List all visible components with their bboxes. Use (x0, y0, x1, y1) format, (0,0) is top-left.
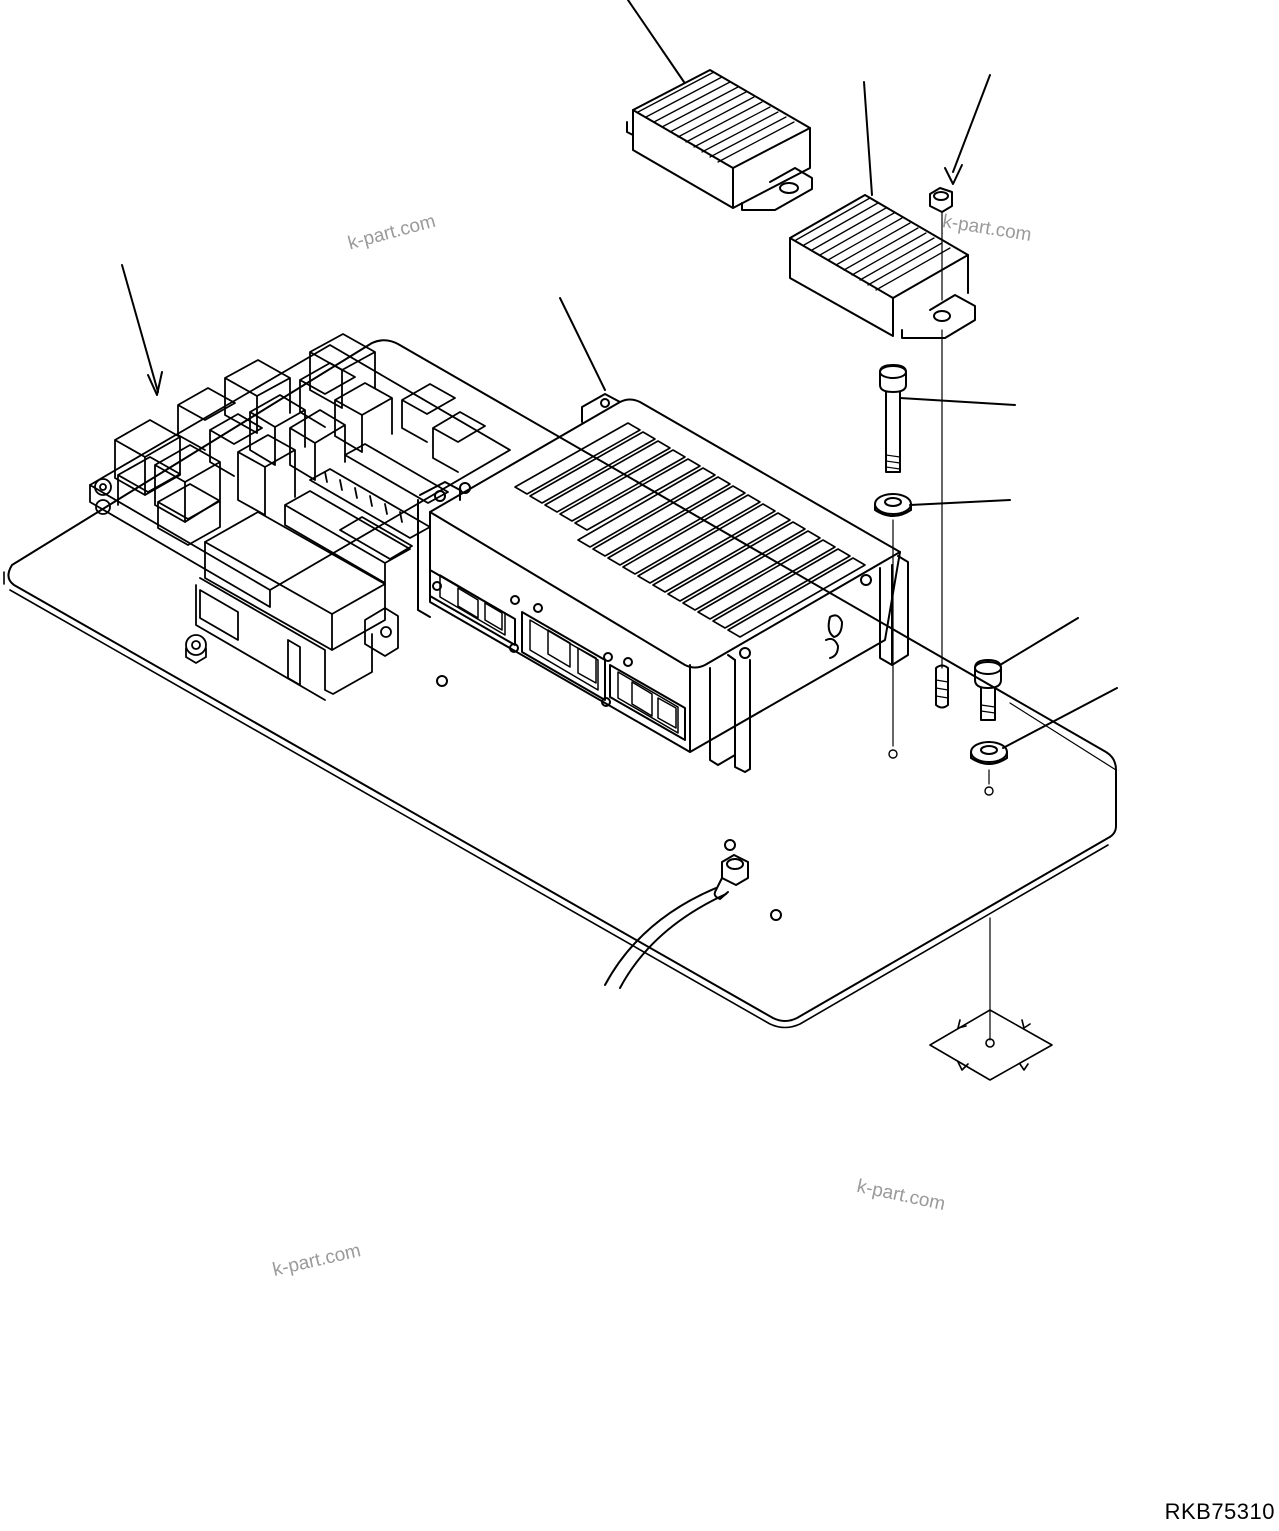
drawing-reference-number: RKB75310 (1164, 1499, 1275, 1524)
relay-box (89, 333, 511, 701)
leader-lines (121, 0, 1118, 749)
nut (929, 187, 953, 213)
mounting-plate (3, 339, 1117, 1029)
module-upper (626, 69, 813, 211)
floor-mount-detail (929, 1009, 1053, 1081)
washer-2 (970, 741, 1008, 765)
ground-terminal (604, 854, 749, 989)
module-lower (789, 194, 976, 339)
stud (935, 664, 949, 709)
controller-unit (417, 393, 909, 773)
washer-1 (874, 493, 912, 517)
bolt-long (879, 364, 907, 473)
bolt-short (974, 659, 1002, 721)
center-lines (892, 211, 1117, 1041)
